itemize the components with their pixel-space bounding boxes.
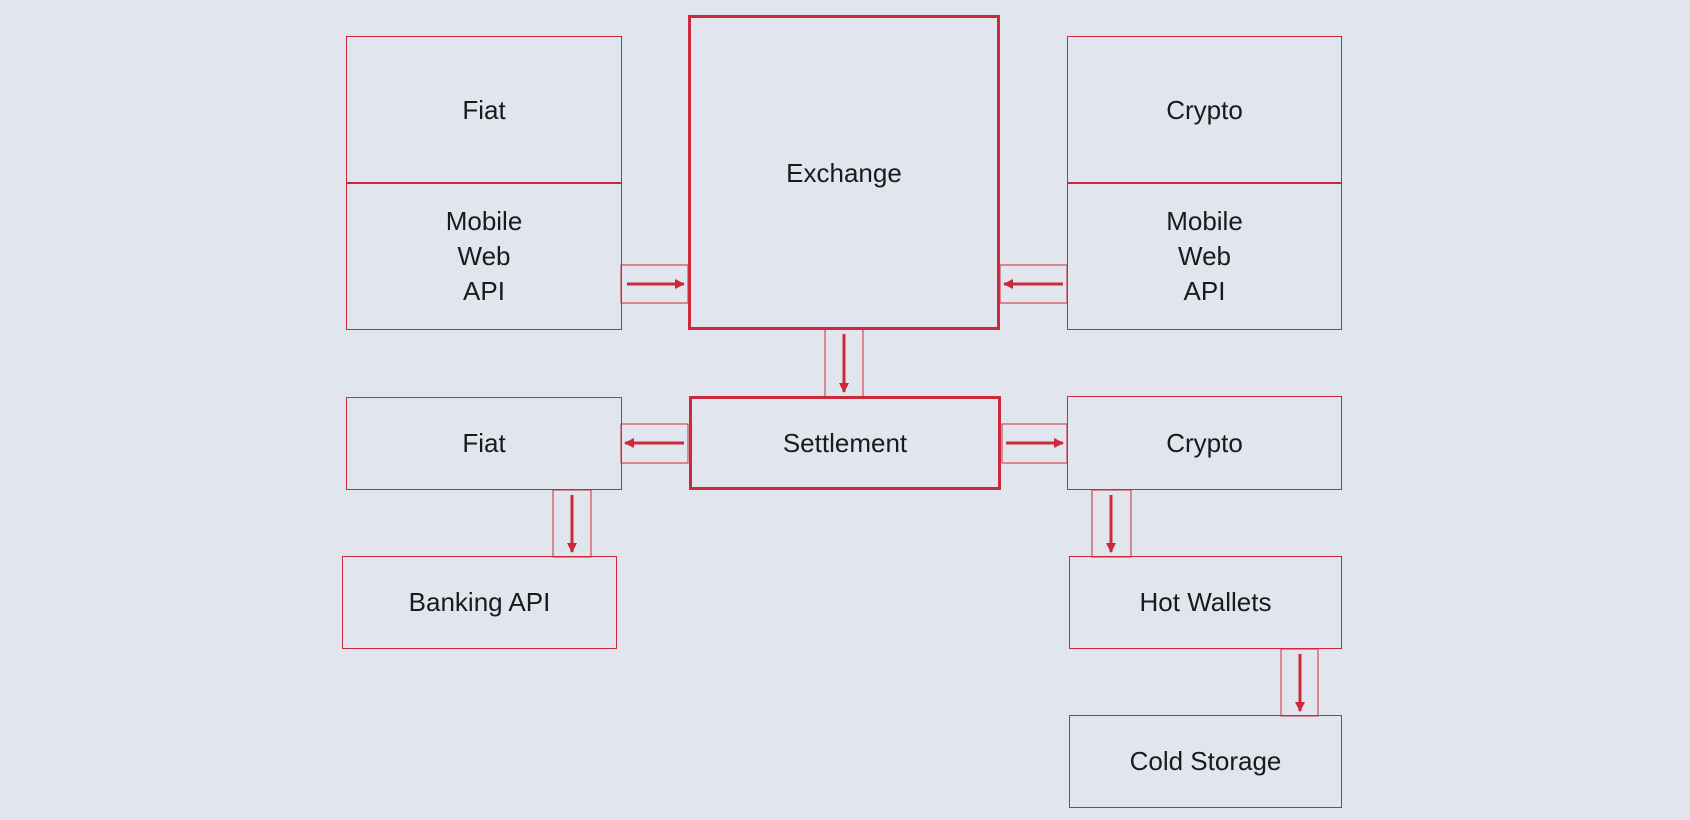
- fiat-channels-box: Mobile Web API: [346, 182, 622, 330]
- fiat-settlement-label: Fiat: [462, 428, 506, 458]
- fiat-channel-api: API: [463, 275, 505, 306]
- crypto-settlement-label: Crypto: [1166, 427, 1243, 458]
- fiat-entry-label: Fiat: [462, 94, 506, 125]
- exchange-label: Exchange: [786, 158, 902, 188]
- arrow-settlement-to-crypto: [1001, 423, 1068, 464]
- arrow-fiat-to-banking-api: [552, 489, 592, 558]
- arrow-crypto-channels-to-exchange: [999, 264, 1068, 304]
- fiat-channel-web: Web: [457, 240, 511, 271]
- arrow-crypto-to-hot-wallets: [1091, 489, 1132, 558]
- arrow-settlement-to-fiat: [620, 423, 689, 464]
- crypto-channels-box: Mobile Web API: [1067, 182, 1342, 330]
- crypto-settlement-box: Crypto: [1067, 396, 1342, 490]
- crypto-channel-mobile: Mobile: [1166, 205, 1243, 236]
- fiat-channel-mobile: Mobile: [445, 205, 523, 236]
- arrow-hot-wallets-to-cold-storage: [1280, 648, 1319, 717]
- settlement-label: Settlement: [782, 427, 908, 458]
- crypto-channel-api: API: [1183, 275, 1226, 306]
- fiat-entry-box: Fiat: [346, 36, 622, 184]
- hot-wallets-label: Hot Wallets: [1139, 587, 1272, 617]
- settlement-box: Settlement: [689, 396, 1001, 490]
- crypto-channels-list: Mobile Web API: [1166, 204, 1243, 309]
- cold-storage-label: Cold Storage: [1129, 746, 1282, 776]
- crypto-entry-label: Crypto: [1166, 94, 1243, 125]
- arrow-exchange-to-settlement: [824, 328, 864, 399]
- crypto-entry-box: Crypto: [1067, 36, 1342, 184]
- banking-api-box: Banking API: [342, 556, 617, 649]
- arrow-fiat-channels-to-exchange: [620, 264, 689, 304]
- banking-api-label: Banking API: [408, 587, 551, 617]
- fiat-settlement-box: Fiat: [346, 397, 622, 490]
- crypto-channel-web: Web: [1178, 240, 1231, 271]
- hot-wallets-box: Hot Wallets: [1069, 556, 1342, 649]
- cold-storage-box: Cold Storage: [1069, 715, 1342, 808]
- fiat-channels-list: Mobile Web API: [446, 204, 523, 309]
- exchange-box: Exchange: [688, 15, 1000, 330]
